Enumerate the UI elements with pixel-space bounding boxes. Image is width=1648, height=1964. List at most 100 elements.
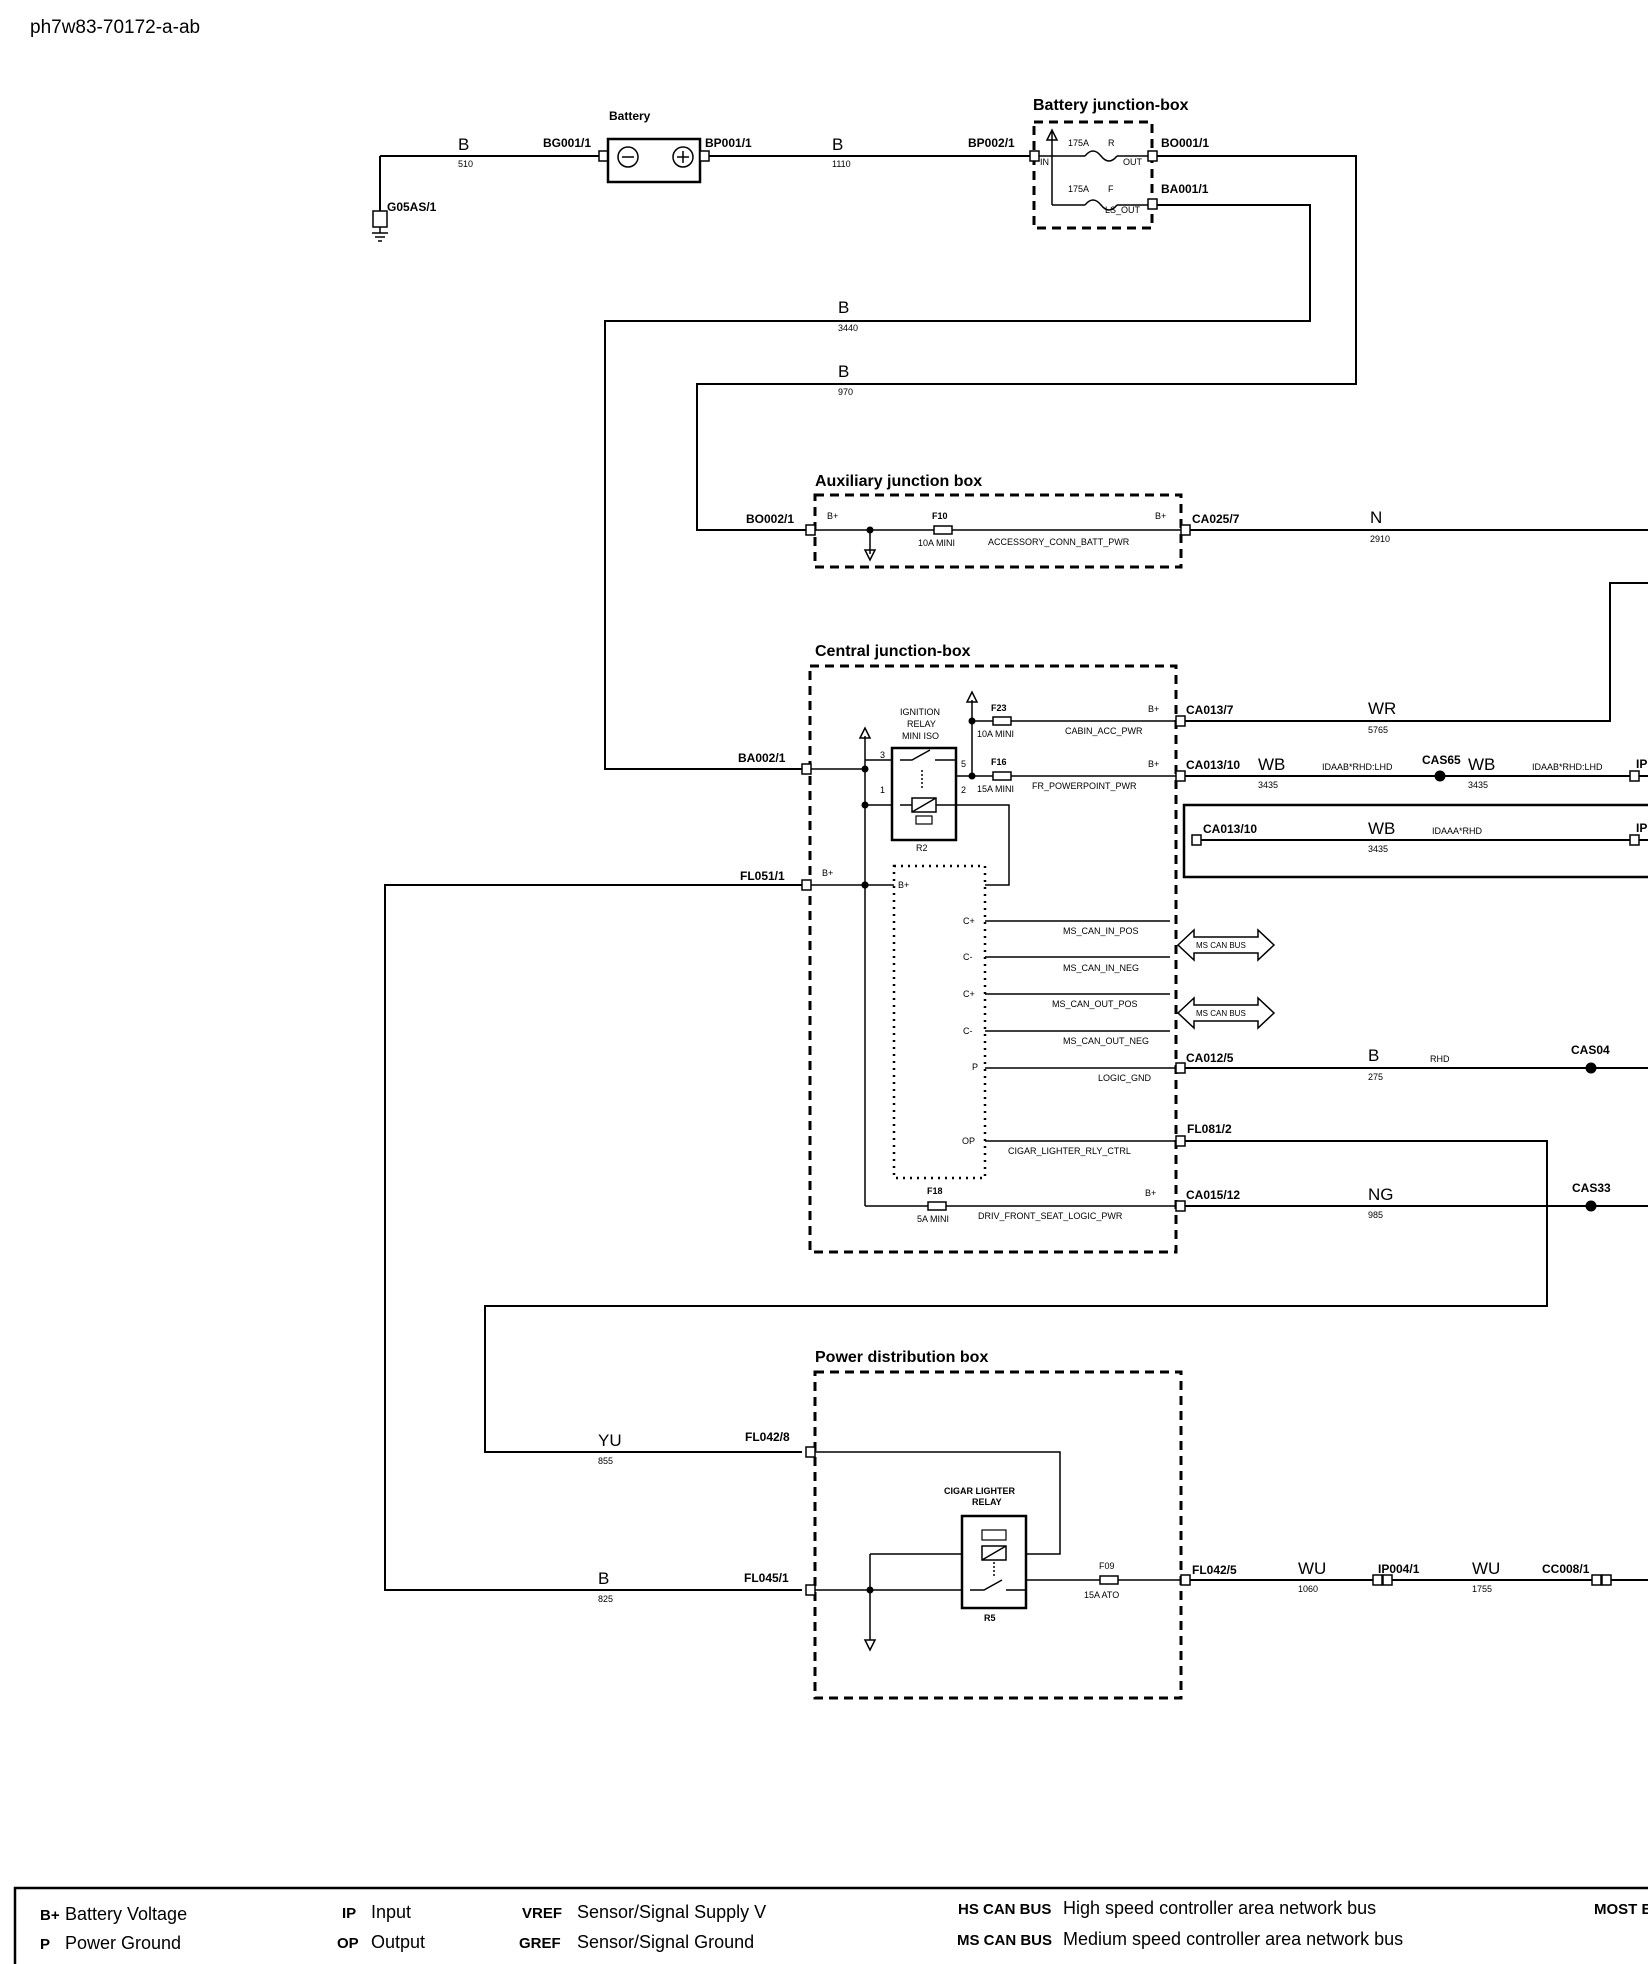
legend-desc: Power Ground (65, 1933, 181, 1953)
svg-text:IGNITION: IGNITION (900, 707, 940, 717)
ms-can-bus-arrow: MS CAN BUS (1176, 928, 1276, 962)
fuse-icon (933, 525, 953, 535)
central-jb-outputs: CA013/7 WR 5765 CA013/10 WB 3435 IDAAB*R… (484, 582, 1648, 1453)
auxiliary-junction-box: Auxiliary junction box BO002/1 B+ F10 10… (746, 473, 1648, 569)
svg-text:5A MINI: 5A MINI (917, 1214, 949, 1224)
wire-color: WU (1472, 1559, 1500, 1578)
svg-text:C+: C+ (963, 916, 975, 926)
option-code: IDAAB*RHD:LHD (1322, 762, 1393, 772)
svg-text:175A: 175A (1068, 138, 1089, 148)
wire-color: WU (1298, 1559, 1326, 1578)
box-title: Central junction-box (815, 643, 971, 660)
option-code: RHD (1430, 1054, 1450, 1064)
svg-text:LOGIC_GND: LOGIC_GND (1098, 1073, 1152, 1083)
connector-label: CA025/7 (1192, 512, 1240, 526)
legend-desc: Medium speed controller area network bus (1063, 1929, 1403, 1949)
wire-number: 510 (458, 159, 473, 169)
svg-text:F23: F23 (991, 703, 1007, 713)
ignition-relay (890, 746, 958, 842)
splice-point (1434, 770, 1446, 782)
fuse-icon (1099, 1575, 1119, 1585)
ground-icon (372, 227, 388, 242)
wire-number: 5765 (1368, 725, 1388, 735)
connector-label: IP004/1 (1378, 1562, 1420, 1576)
svg-text:175A: 175A (1068, 184, 1089, 194)
splice-label: CAS33 (1572, 1181, 1611, 1195)
central-junction-box: Central junction-box BA002/1 IGNITION RE… (738, 643, 1276, 1254)
svg-text:F18: F18 (927, 1186, 943, 1196)
svg-text:MS_CAN_OUT_NEG: MS_CAN_OUT_NEG (1063, 1036, 1149, 1046)
svg-text:F10: F10 (932, 511, 948, 521)
svg-text:P: P (972, 1062, 978, 1072)
variant-box (1182, 803, 1648, 879)
connector-label: FL042/5 (1192, 1563, 1237, 1577)
fuse-icon (927, 1201, 947, 1211)
wire-color: B (1368, 1046, 1379, 1065)
battery-symbol (606, 137, 702, 184)
legend: B+ Battery Voltage P Power Ground IP Inp… (13, 1886, 1648, 1964)
connector-label: BA002/1 (738, 751, 786, 765)
connector-label: CA013/10 (1203, 822, 1257, 836)
legend-key: MOST B (1594, 1901, 1648, 1918)
connector-label: BG001/1 (543, 136, 591, 150)
svg-text:MINI ISO: MINI ISO (902, 731, 939, 741)
connector-label: FL051/1 (740, 869, 785, 883)
legend-desc: Sensor/Signal Supply V (577, 1902, 766, 1922)
wire-color: WB (1368, 819, 1395, 838)
connector-label: BP001/1 (705, 136, 752, 150)
svg-text:FR_POWERPOINT_PWR: FR_POWERPOINT_PWR (1032, 781, 1137, 791)
connector-label: IP (1636, 821, 1647, 835)
wire-color: WB (1468, 755, 1495, 774)
svg-text:B+: B+ (822, 868, 833, 878)
connector-label: FL042/8 (745, 1430, 790, 1444)
wire-color: B (832, 135, 843, 154)
connector-label: CA013/10 (1186, 758, 1240, 772)
legend-key: OP (337, 1935, 359, 1952)
legend-desc: Battery Voltage (65, 1904, 187, 1924)
battery-title: Battery (609, 109, 651, 123)
svg-text:MS CAN BUS: MS CAN BUS (1196, 941, 1246, 950)
ground-arrow-icon (863, 1639, 877, 1652)
splice-label: CAS04 (1571, 1043, 1610, 1057)
svg-text:RELAY: RELAY (972, 1497, 1002, 1507)
svg-text:MS_CAN_IN_POS: MS_CAN_IN_POS (1063, 926, 1139, 936)
svg-text:OP: OP (962, 1136, 975, 1146)
wire-number: 825 (598, 1594, 613, 1604)
document-id: ph7w83-70172-a-ab (30, 17, 200, 38)
svg-text:B+: B+ (1148, 704, 1159, 714)
relay-switch-icon (900, 749, 931, 761)
legend-desc: High speed controller area network bus (1063, 1898, 1376, 1918)
connector-label: BA001/1 (1161, 182, 1209, 196)
svg-text:MS_CAN_OUT_POS: MS_CAN_OUT_POS (1052, 999, 1138, 1009)
legend-key: P (40, 1936, 50, 1953)
plus-terminal-icon (672, 146, 694, 168)
legend-key: GREF (519, 1935, 561, 1952)
legend-key: VREF (522, 1905, 562, 1922)
legend-desc: Output (371, 1932, 425, 1952)
svg-text:10A MINI: 10A MINI (977, 729, 1014, 739)
legend-key: B+ (40, 1907, 60, 1924)
svg-text:RELAY: RELAY (907, 719, 936, 729)
wire-number: 1755 (1472, 1584, 1492, 1594)
fl051-feed-wire (384, 884, 802, 1591)
svg-text:R: R (1108, 138, 1115, 148)
wire-number: 1110 (832, 159, 851, 169)
svg-text:10A MINI: 10A MINI (918, 538, 955, 548)
connector-label: BP002/1 (968, 136, 1015, 150)
supply-arrow-icon (965, 690, 979, 703)
splice-label: CAS65 (1422, 753, 1461, 767)
svg-text:C+: C+ (963, 989, 975, 999)
supply-arrow-icon (1045, 128, 1059, 141)
svg-text:B+: B+ (1155, 511, 1166, 521)
splice-point (1585, 1062, 1597, 1074)
ms-can-bus-arrow: MS CAN BUS (1176, 996, 1276, 1030)
wire-number: 985 (1368, 1210, 1383, 1220)
wire-color: B (458, 135, 469, 154)
connector-label: BO001/1 (1161, 136, 1209, 150)
battery-section: G05AS/1 B 510 BG001/1 Battery BP001/1 B … (372, 109, 1030, 242)
legend-key: MS CAN BUS (957, 1932, 1052, 1949)
option-code: IDAAB*RHD:LHD (1532, 762, 1603, 772)
connector-label: CA013/7 (1186, 703, 1234, 717)
svg-text:C-: C- (963, 952, 973, 962)
legend-desc: Input (371, 1902, 411, 1922)
